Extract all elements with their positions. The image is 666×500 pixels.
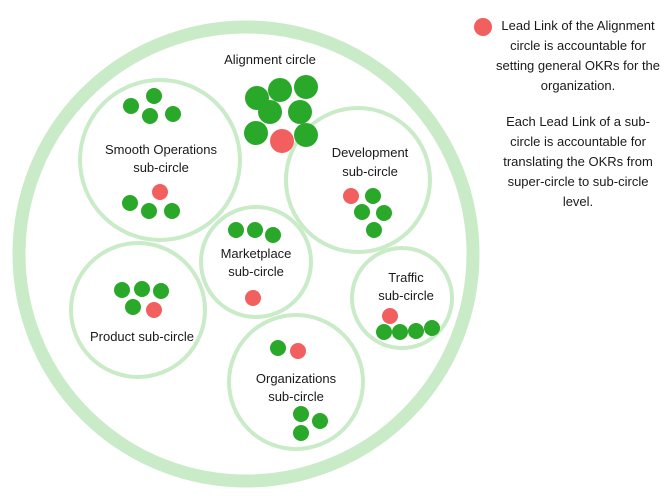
smooth-operations-label-line1: Smooth Operations [105, 142, 218, 157]
development-label-line2: sub-circle [342, 164, 398, 179]
product-label: Product sub-circle [90, 329, 194, 344]
traffic-label-line1: Traffic [388, 270, 424, 285]
member-dot [293, 425, 309, 441]
member-dot [376, 205, 392, 221]
member-dot [265, 227, 281, 243]
lead-link-dot [146, 302, 162, 318]
member-dot [258, 100, 282, 124]
member-dot [424, 320, 440, 336]
member-dot [114, 282, 130, 298]
lead-link-dot [152, 184, 168, 200]
smooth-operations-label-line2: sub-circle [133, 160, 189, 175]
organizations-label-line1: Organizations [256, 371, 337, 386]
member-dot [134, 281, 150, 297]
organizations-label-line2: sub-circle [268, 389, 324, 404]
member-dot [123, 98, 139, 114]
member-dot [408, 323, 424, 339]
member-dot [146, 88, 162, 104]
member-dot [294, 75, 318, 99]
member-dot [294, 123, 318, 147]
traffic-label-line2: sub-circle [378, 288, 434, 303]
member-dot [268, 78, 292, 102]
member-dot [244, 121, 268, 145]
development-label-line1: Development [332, 145, 409, 160]
member-dot [122, 195, 138, 211]
member-dot [293, 406, 309, 422]
smooth-operations-sub-circle [78, 78, 242, 242]
member-dot [288, 100, 312, 124]
lead-link-dot [245, 290, 261, 306]
marketplace-sub-circle [199, 205, 313, 319]
member-dot [125, 299, 141, 315]
member-dot [366, 222, 382, 238]
organizations-sub-circle [227, 313, 365, 451]
lead-link-dot [382, 308, 398, 324]
member-dot [247, 222, 263, 238]
lead-link-dot [343, 188, 359, 204]
lead-link-legend-icon [474, 18, 492, 36]
member-dot [142, 108, 158, 124]
legend-lead-link-text: Lead Link of the Alignment circle is acc… [495, 18, 661, 93]
member-dot [354, 204, 370, 220]
member-dot [312, 413, 328, 429]
marketplace-label-line1: Marketplace [221, 246, 292, 261]
member-dot [392, 324, 408, 340]
legend: Lead Link of the Alignment circle is acc… [492, 16, 664, 228]
member-dot [164, 203, 180, 219]
member-dot [270, 340, 286, 356]
development-sub-circle [284, 106, 432, 254]
marketplace-label-line2: sub-circle [228, 264, 284, 279]
member-dot [141, 203, 157, 219]
member-dot [376, 324, 392, 340]
lead-link-dot [270, 129, 294, 153]
member-dot [153, 283, 169, 299]
legend-sub-circle-text: Each Lead Link of a sub-circle is accoun… [503, 114, 653, 209]
lead-link-dot [290, 343, 306, 359]
member-dot [365, 188, 381, 204]
member-dot [228, 222, 244, 238]
member-dot [165, 106, 181, 122]
alignment-circle-label: Alignment circle [224, 52, 316, 67]
